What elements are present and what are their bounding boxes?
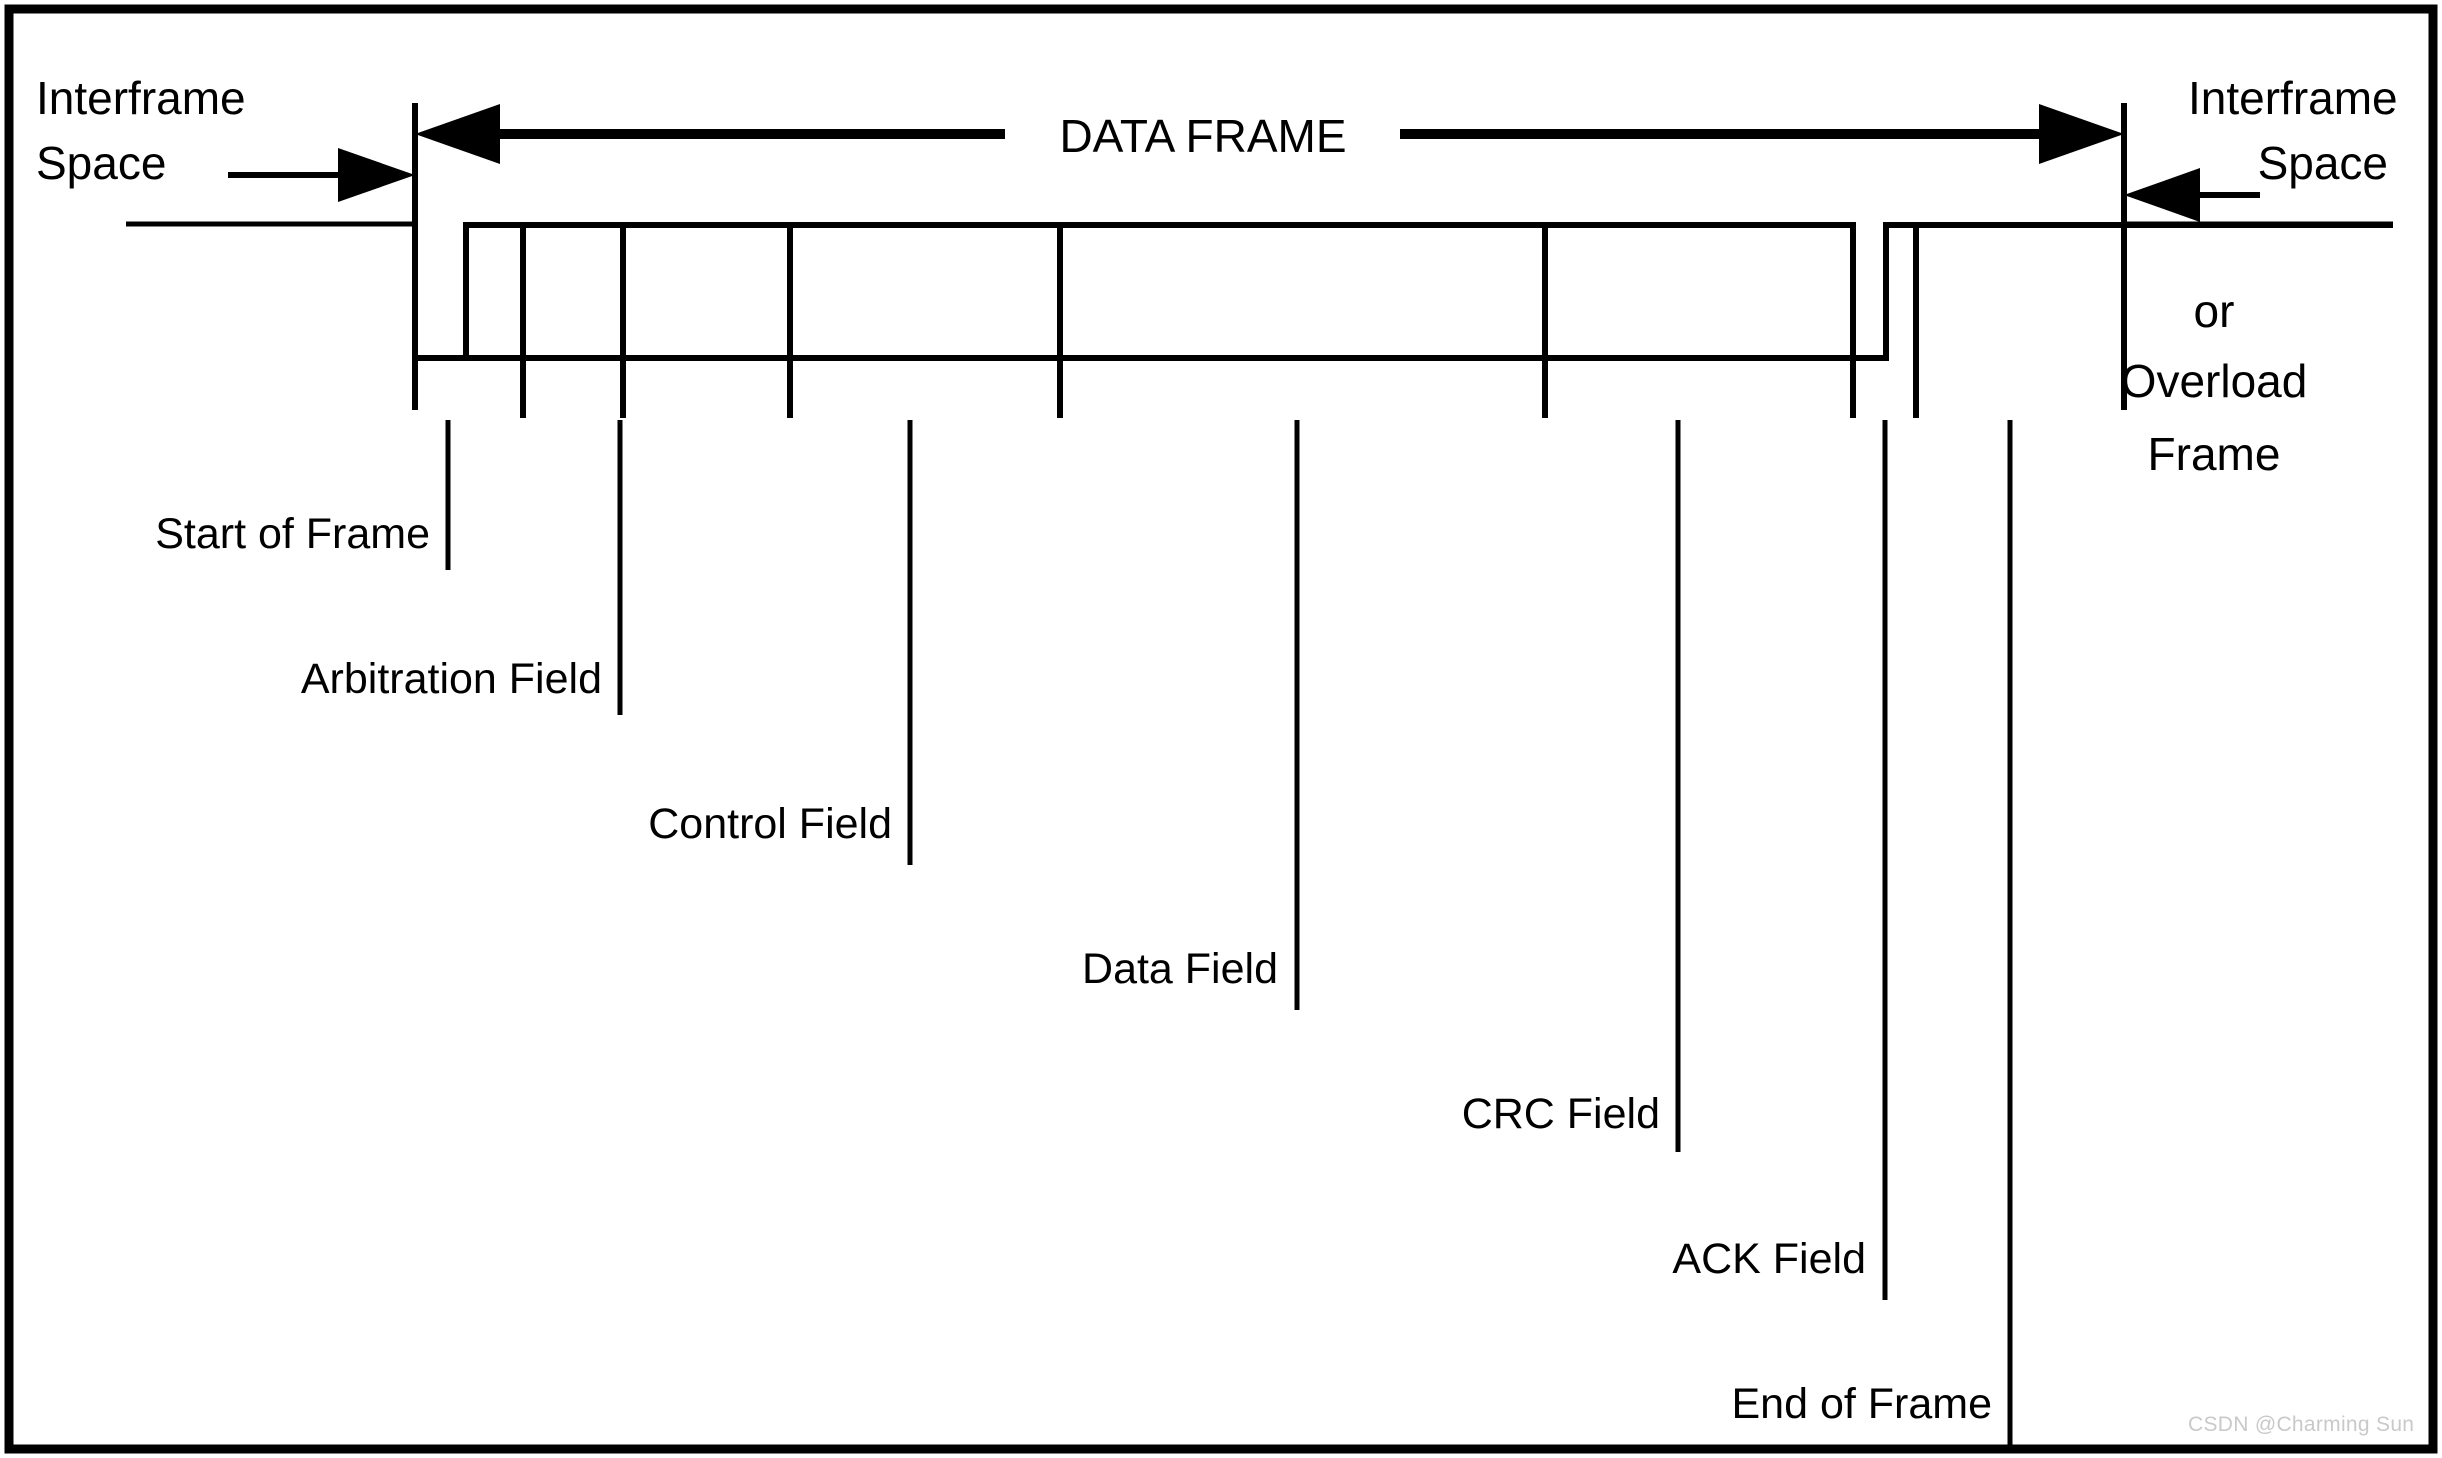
data-frame-arrow-head-right — [2039, 104, 2124, 164]
frame-ack-notch-outline — [1853, 222, 2393, 361]
interframe-left-arrow-head — [338, 148, 415, 202]
interframe-space-right-line1: Interframe — [2188, 72, 2398, 124]
label-crc-field: CRC Field — [1461, 1090, 1660, 1138]
page-border — [4, 4, 2438, 1454]
overload-frame-line-overload: Overload — [2120, 355, 2308, 407]
watermark-text: CSDN @Charming Sun — [2188, 1413, 2415, 1436]
interframe-space-left-line2: Space — [36, 137, 167, 189]
overload-frame-line-or: or — [2193, 285, 2235, 337]
interframe-space-right-line2: Space — [2257, 137, 2388, 189]
data-frame-arrow-head-left — [415, 104, 500, 164]
interframe-space-left-line1: Interframe — [36, 72, 246, 124]
label-start-of-frame: Start of Frame — [155, 510, 430, 558]
overload-frame-line-frame: Frame — [2147, 428, 2281, 480]
label-control-field: Control Field — [648, 800, 892, 848]
label-arbitration-field: Arbitration Field — [300, 655, 602, 703]
frame-body-main-outline — [463, 222, 1856, 361]
label-end-of-frame: End of Frame — [1731, 1380, 1993, 1428]
label-data-field: Data Field — [1082, 945, 1278, 993]
label-ack-field: ACK Field — [1672, 1235, 1866, 1283]
interframe-right-arrow-head — [2124, 168, 2200, 222]
data-frame-title: DATA FRAME — [1059, 110, 1347, 162]
